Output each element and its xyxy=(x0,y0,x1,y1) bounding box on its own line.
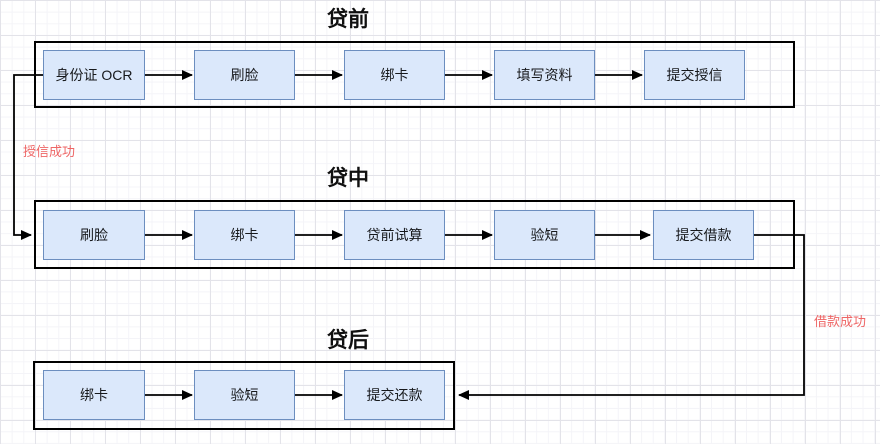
section-title-pre-loan: 贷前 xyxy=(327,8,369,31)
node-bind-card-2[interactable]: 绑卡 xyxy=(194,210,295,260)
node-pre-loan-trial[interactable]: 贷前试算 xyxy=(344,210,445,260)
node-face-scan-2[interactable]: 刷脸 xyxy=(43,210,145,260)
pre-loan-container xyxy=(34,41,795,108)
node-sms-verify-2[interactable]: 验短 xyxy=(194,370,295,420)
node-sms-verify[interactable]: 验短 xyxy=(494,210,595,260)
node-submit-credit[interactable]: 提交授信 xyxy=(644,50,745,100)
node-fill-info[interactable]: 填写资料 xyxy=(494,50,595,100)
edge-label-loan-success: 借款成功 xyxy=(814,314,867,329)
edge-label-credit-success: 授信成功 xyxy=(23,144,76,159)
section-title-post-loan: 贷后 xyxy=(327,329,369,352)
node-bind-card-3[interactable]: 绑卡 xyxy=(43,370,145,420)
node-submit-loan[interactable]: 提交借款 xyxy=(653,210,754,260)
node-bind-card[interactable]: 绑卡 xyxy=(344,50,445,100)
in-loan-container xyxy=(34,200,795,269)
node-idcard-ocr[interactable]: 身份证 OCR xyxy=(43,50,145,100)
post-loan-container xyxy=(33,361,455,430)
node-submit-repayment[interactable]: 提交还款 xyxy=(344,370,445,420)
section-title-in-loan: 贷中 xyxy=(327,167,369,190)
node-face-scan[interactable]: 刷脸 xyxy=(194,50,295,100)
